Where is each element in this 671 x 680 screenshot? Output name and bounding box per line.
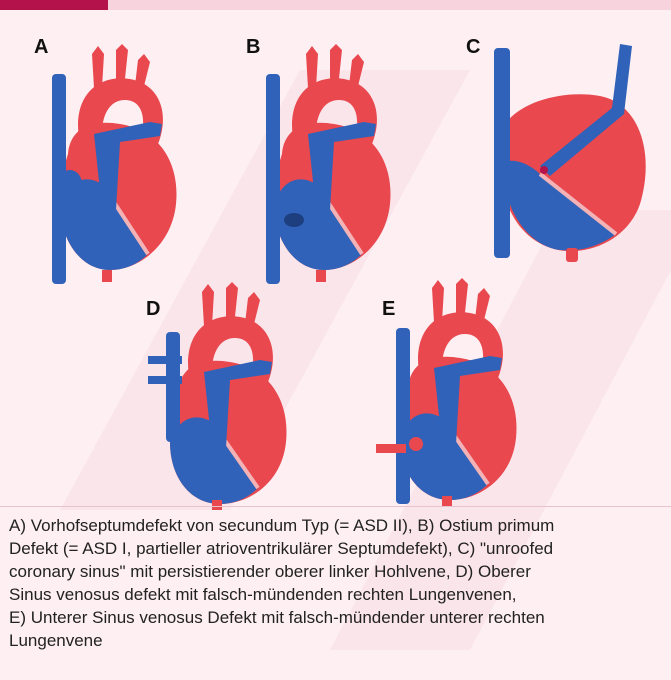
heart-illustration-e bbox=[370, 268, 540, 508]
figure-caption: A) Vorhofseptumdefekt von secundum Typ (… bbox=[9, 514, 665, 652]
figure: A B C bbox=[0, 10, 671, 680]
caption-line: A) Vorhofseptumdefekt von secundum Typ (… bbox=[9, 514, 665, 537]
panel-label-c: C bbox=[466, 36, 480, 59]
caption-divider bbox=[0, 506, 671, 507]
caption-line: coronary sinus" mit persistierender ober… bbox=[9, 560, 665, 583]
caption-line: Sinus venosus defekt mit falsch-mündende… bbox=[9, 583, 665, 606]
illustration-area: A B C bbox=[0, 10, 671, 506]
heart-illustration-c bbox=[480, 34, 660, 274]
heart-illustration-d bbox=[140, 272, 310, 512]
heart-illustration-a bbox=[30, 34, 200, 284]
header-bar bbox=[0, 0, 671, 10]
caption-line: Lungenvene bbox=[9, 629, 665, 652]
caption-line: E) Unterer Sinus venosus Defekt mit fals… bbox=[9, 606, 665, 629]
caption-line: Defekt (= ASD I, partieller atrioventrik… bbox=[9, 537, 665, 560]
heart-illustration-b bbox=[244, 34, 414, 284]
header-accent bbox=[0, 0, 108, 10]
